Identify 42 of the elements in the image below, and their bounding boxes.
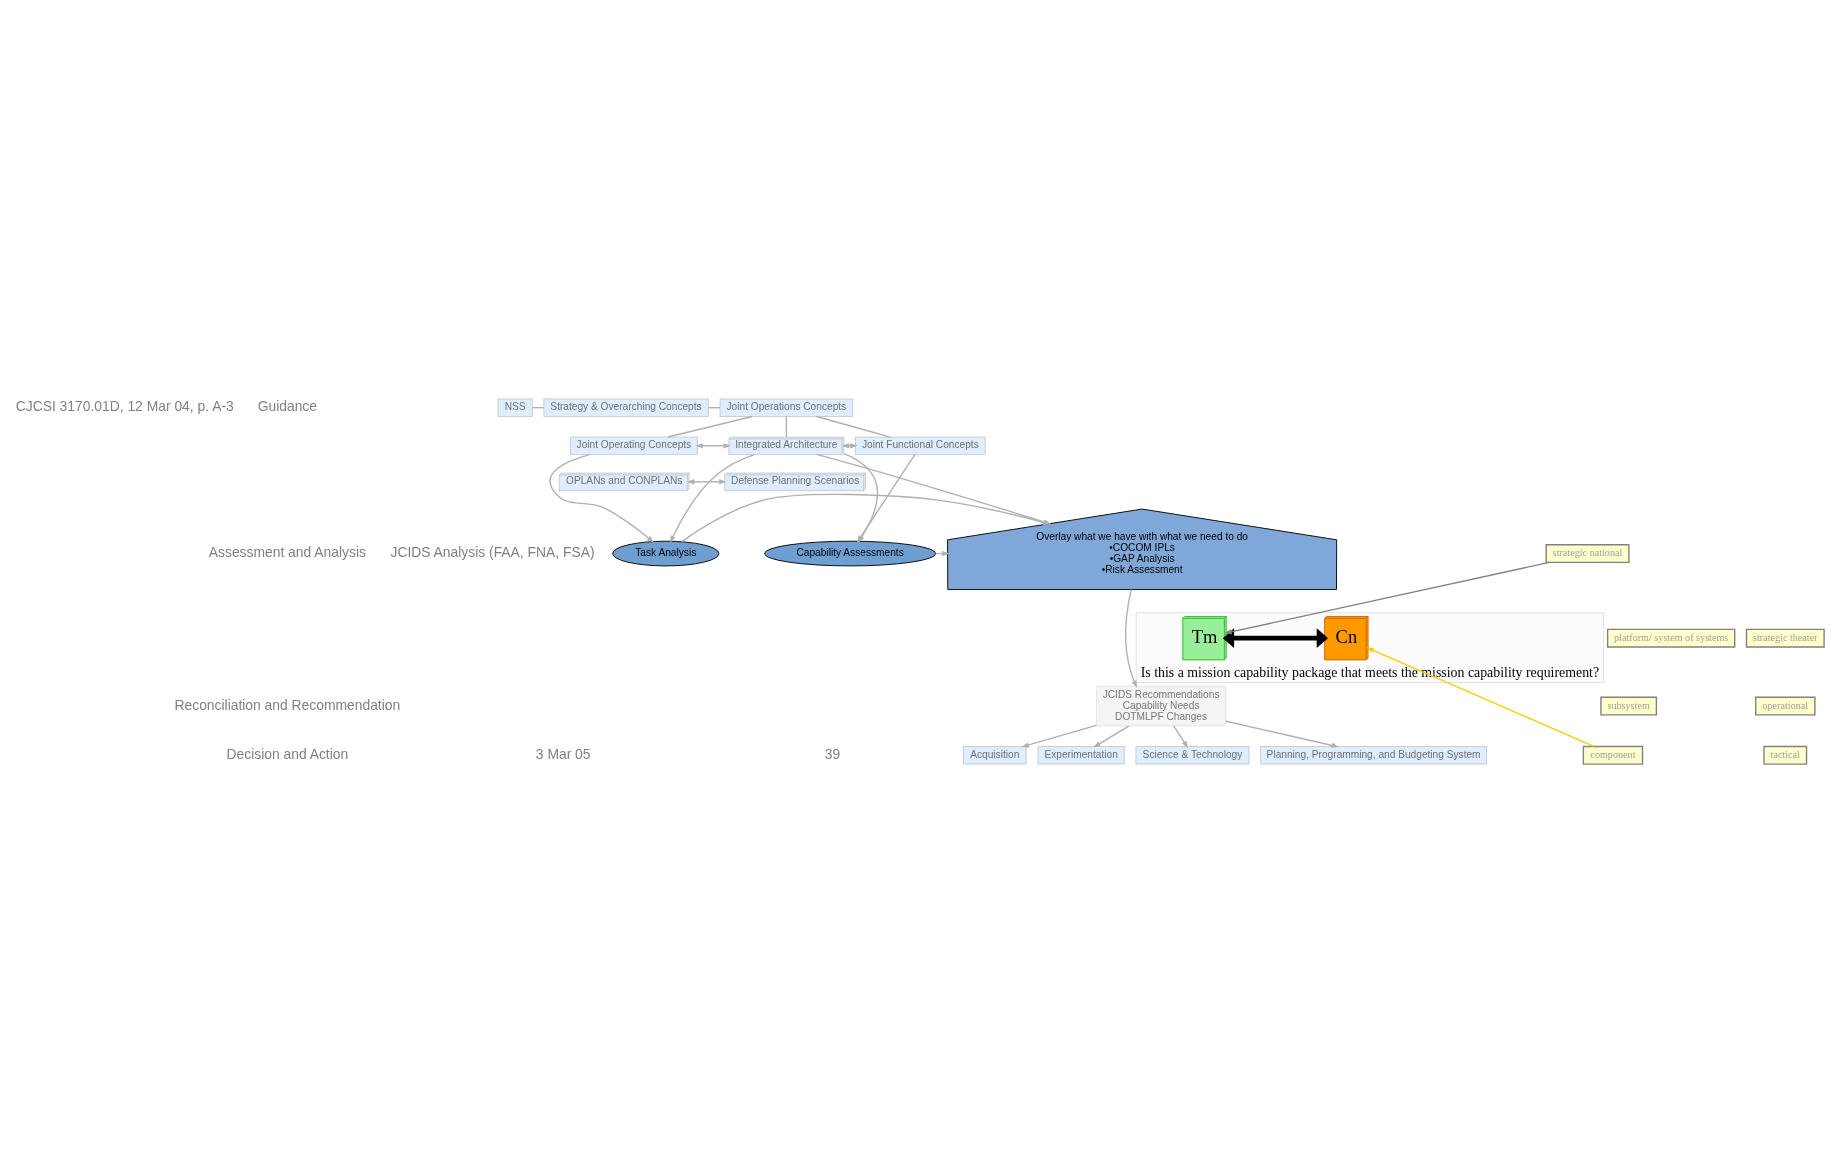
arrow xyxy=(695,442,731,448)
node-box: subsystem xyxy=(1600,696,1658,716)
arrow xyxy=(549,453,655,543)
label: Reconciliation and Recommendation xyxy=(174,696,401,713)
label: 39 xyxy=(824,745,841,762)
arrow xyxy=(1124,588,1138,688)
label: Assessment and Analysis xyxy=(208,543,366,560)
node-ellipse: Capability Assessments xyxy=(764,540,937,566)
node-box: Joint Functional Concepts xyxy=(855,436,986,455)
arrow xyxy=(669,453,755,543)
connector xyxy=(785,415,788,438)
node-box: Planning, Programming, and Budgeting System xyxy=(1260,745,1487,764)
arrow xyxy=(1093,724,1130,748)
node-box: Science & Technology xyxy=(1135,745,1250,764)
node-box: Acquisition xyxy=(963,745,1027,764)
node-box: platform/ system of systems xyxy=(1606,628,1736,648)
label: Guidance xyxy=(257,397,318,414)
node-box: Experimentation xyxy=(1037,745,1125,764)
label: CJCSI 3170.01D, 12 Mar 04, p. A-3 xyxy=(15,397,234,414)
arrow xyxy=(687,478,727,484)
node-box: strategic theater xyxy=(1745,628,1825,648)
node-box: JCIDS Recommendations Capability Needs DOTMLPF Changes xyxy=(1096,685,1226,726)
arrow xyxy=(1366,646,1595,747)
node-box: operational xyxy=(1755,696,1816,716)
label: JCIDS Analysis (FAA, FNA, FSA) xyxy=(390,543,595,560)
node-box: Strategy & Overarching Concepts xyxy=(543,398,709,417)
arrow xyxy=(1224,561,1551,634)
node-box: tactical xyxy=(1763,745,1808,765)
node-box: strategic national xyxy=(1545,543,1630,563)
node-box: Joint Operating Concepts xyxy=(570,436,698,455)
node-ellipse: Task Analysis xyxy=(612,540,720,566)
connector xyxy=(667,415,753,438)
node-box: component xyxy=(1582,745,1644,765)
connector xyxy=(815,415,892,438)
arrow xyxy=(1173,724,1189,748)
label: 3 Mar 05 xyxy=(535,745,591,762)
arrow xyxy=(1225,720,1340,748)
node-box: Joint Operations Concepts xyxy=(719,398,853,417)
arrow xyxy=(1021,724,1097,747)
node-box: NSS xyxy=(497,398,533,417)
label: Decision and Action xyxy=(226,745,349,762)
arrow xyxy=(1222,627,1329,648)
